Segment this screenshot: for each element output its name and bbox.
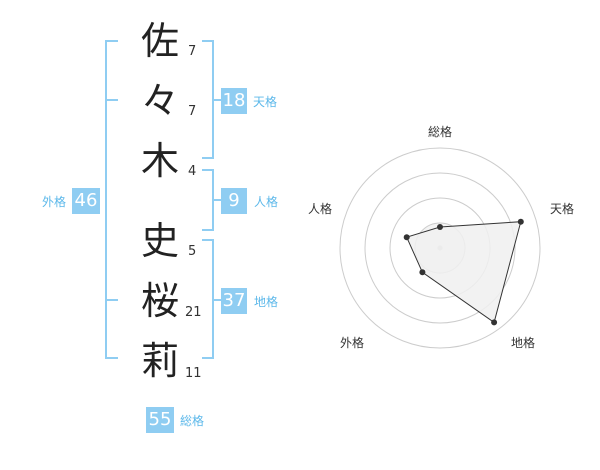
stroke-count-4: 5 (188, 244, 197, 259)
name-char-1: 佐 (140, 19, 179, 63)
radar-ring-3 (364, 172, 516, 324)
name-char-6: 莉 (140, 339, 179, 383)
radar-point-5 (403, 234, 410, 241)
stroke-count-6: 11 (185, 366, 202, 381)
stroke-count-3: 4 (188, 164, 197, 179)
jinkaku-label: 人格 (254, 195, 279, 209)
radar-point-3 (491, 319, 498, 326)
chikaku-value-badge: 37 (221, 288, 247, 314)
radar-value-polygon (406, 221, 522, 324)
tenkaku-value-badge: 18 (221, 88, 247, 114)
radar-ring-4 (339, 147, 541, 349)
gaikaku-label: 外格 (42, 195, 67, 209)
chikaku-label: 地格 (254, 295, 279, 309)
radar-axis-label-chikaku: 地格 (511, 336, 536, 350)
stroke-count-5: 21 (185, 305, 202, 320)
gaikaku-bracket (105, 40, 118, 359)
name-char-5: 桜 (140, 279, 179, 323)
tenkaku-label: 天格 (253, 95, 278, 109)
name-char-3: 木 (140, 139, 179, 183)
stroke-count-2: 7 (188, 104, 197, 119)
radar-point-4 (419, 269, 426, 276)
radar-axis-label-jinkaku: 人格 (308, 202, 333, 216)
name-char-4: 史 (140, 219, 179, 263)
soukaku-label: 総格 (180, 414, 205, 428)
radar-point-2 (517, 218, 524, 225)
radar-axis-label-gaikaku: 外格 (340, 336, 365, 350)
radar-point-1 (437, 224, 443, 230)
soukaku-value-badge: 55 (146, 407, 174, 433)
stroke-count-1: 7 (188, 44, 197, 59)
radar-axis-label-soukaku: 総格 (428, 125, 453, 139)
name-char-2: 々 (140, 79, 179, 123)
radar-axis-label-tenkaku: 天格 (550, 202, 575, 216)
jinkaku-value-badge: 9 (221, 188, 247, 214)
gaikaku-value-badge: 46 (72, 188, 100, 214)
